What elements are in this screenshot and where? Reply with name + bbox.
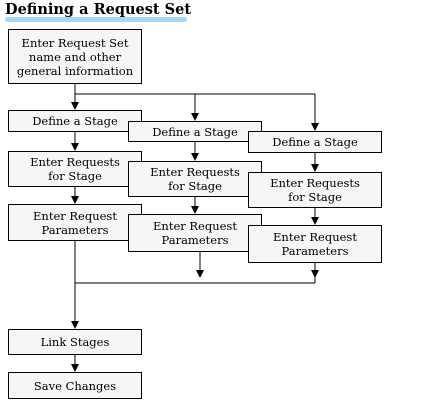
diagram-title: Defining a Request Set	[5, 1, 192, 18]
enter-params-box-2: Enter Request Parameters	[128, 214, 262, 252]
title-underline	[5, 17, 187, 22]
define-stage-box-2: Define a Stage	[128, 121, 262, 142]
enter-requests-box-1: Enter Requests for Stage	[8, 151, 142, 187]
enter-params-box-3: Enter Request Parameters	[248, 225, 382, 263]
enter-requests-box-2: Enter Requests for Stage	[128, 161, 262, 197]
enter-set-info-box: Enter Request Set name and other general…	[8, 29, 142, 84]
save-changes-box: Save Changes	[8, 372, 142, 399]
link-stages-box: Link Stages	[8, 329, 142, 355]
enter-params-box-1: Enter Request Parameters	[8, 204, 142, 241]
define-stage-box-1: Define a Stage	[8, 110, 142, 132]
enter-requests-box-3: Enter Requests for Stage	[248, 172, 382, 208]
define-stage-box-3: Define a Stage	[248, 131, 382, 153]
